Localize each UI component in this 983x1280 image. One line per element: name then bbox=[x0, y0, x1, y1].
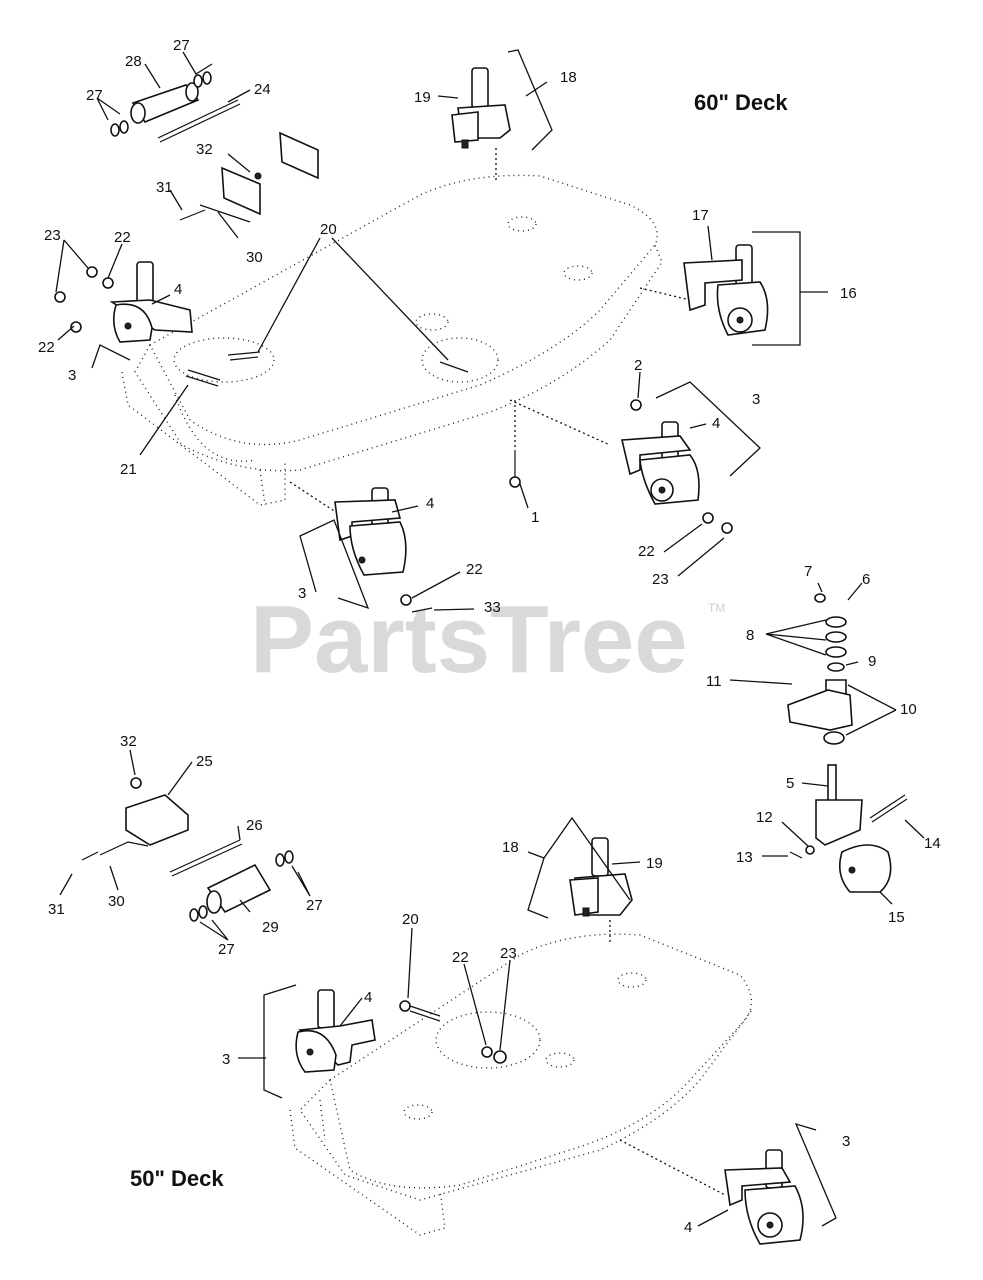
callout-20: 20 bbox=[320, 221, 337, 238]
title-50-deck: 50" Deck bbox=[130, 1166, 224, 1191]
callout-22: 22 bbox=[466, 561, 483, 578]
leader-lines bbox=[55, 49, 925, 1227]
caster-right-50 bbox=[724, 1149, 804, 1245]
callout-3: 3 bbox=[298, 585, 306, 602]
callout-17: 17 bbox=[692, 207, 709, 224]
callout-22: 22 bbox=[38, 339, 55, 356]
callout-24: 24 bbox=[254, 81, 271, 98]
callout-31: 31 bbox=[156, 179, 173, 196]
caster-left-50 bbox=[295, 989, 376, 1073]
callout-27: 27 bbox=[173, 37, 190, 54]
callout-9: 9 bbox=[868, 653, 876, 670]
watermark-tm: TM bbox=[708, 601, 725, 615]
callout-8: 8 bbox=[746, 627, 754, 644]
caster-top-50 bbox=[569, 837, 633, 917]
callout-3: 3 bbox=[842, 1133, 850, 1150]
roller-assembly-50 bbox=[81, 777, 294, 922]
callout-16: 16 bbox=[840, 285, 857, 302]
watermark: PartsTree TM bbox=[250, 586, 725, 693]
deck-bolts-60 bbox=[185, 351, 521, 488]
caster-top-60 bbox=[451, 67, 511, 149]
callout-11: 11 bbox=[706, 673, 722, 690]
callout-23: 23 bbox=[500, 945, 517, 962]
callout-15: 15 bbox=[888, 909, 905, 926]
deck-60-housing bbox=[121, 148, 691, 521]
callout-22: 22 bbox=[638, 543, 655, 560]
callout-30: 30 bbox=[246, 249, 263, 266]
callout-21: 21 bbox=[120, 461, 137, 478]
caster-right-60 bbox=[683, 244, 769, 336]
callout-29: 29 bbox=[262, 919, 279, 936]
callout-32: 32 bbox=[120, 733, 137, 750]
callout-18: 18 bbox=[560, 69, 577, 86]
callout-labels: 28 27 27 24 32 31 30 19 18 20 23 22 4 22… bbox=[38, 37, 941, 1236]
callout-5: 5 bbox=[786, 775, 794, 792]
callout-18: 18 bbox=[502, 839, 519, 856]
callout-1: 1 bbox=[531, 509, 539, 526]
callout-2: 2 bbox=[634, 357, 642, 374]
caster-left-60 bbox=[54, 261, 193, 343]
caster-center-bottom-60 bbox=[334, 487, 433, 613]
deck-50-housing bbox=[289, 920, 753, 1236]
watermark-text: PartsTree bbox=[250, 586, 688, 693]
callout-31: 31 bbox=[48, 901, 65, 918]
callout-19: 19 bbox=[414, 89, 431, 106]
callout-23: 23 bbox=[652, 571, 669, 588]
callout-32: 32 bbox=[196, 141, 213, 158]
callout-25: 25 bbox=[196, 753, 213, 770]
callout-13: 13 bbox=[736, 849, 753, 866]
callout-3: 3 bbox=[222, 1051, 230, 1068]
callout-28: 28 bbox=[125, 53, 142, 70]
callout-3: 3 bbox=[68, 367, 76, 384]
callout-4: 4 bbox=[426, 495, 434, 512]
callout-26: 26 bbox=[246, 817, 263, 834]
callout-4: 4 bbox=[684, 1219, 692, 1236]
callout-12: 12 bbox=[756, 809, 773, 826]
title-60-deck: 60" Deck bbox=[694, 90, 788, 115]
callout-6: 6 bbox=[862, 571, 870, 588]
callout-23: 23 bbox=[44, 227, 61, 244]
caster-hub-detail bbox=[787, 593, 908, 893]
callout-27: 27 bbox=[306, 897, 323, 914]
callout-7: 7 bbox=[804, 563, 812, 580]
callout-10: 10 bbox=[900, 701, 917, 718]
callout-4: 4 bbox=[174, 281, 182, 298]
callout-4: 4 bbox=[364, 989, 372, 1006]
callout-14: 14 bbox=[924, 835, 941, 852]
callout-19: 19 bbox=[646, 855, 663, 872]
callout-27: 27 bbox=[86, 87, 103, 104]
callout-22: 22 bbox=[114, 229, 131, 246]
deck-bolts-50 bbox=[399, 1000, 507, 1064]
caster-center-right-60 bbox=[621, 399, 733, 534]
callout-4: 4 bbox=[712, 415, 720, 432]
roller-assembly-60 bbox=[110, 71, 319, 223]
callout-33: 33 bbox=[484, 599, 501, 616]
callout-27: 27 bbox=[218, 941, 235, 958]
callout-20: 20 bbox=[402, 911, 419, 928]
callout-3: 3 bbox=[752, 391, 760, 408]
callout-22: 22 bbox=[452, 949, 469, 966]
callout-30: 30 bbox=[108, 893, 125, 910]
